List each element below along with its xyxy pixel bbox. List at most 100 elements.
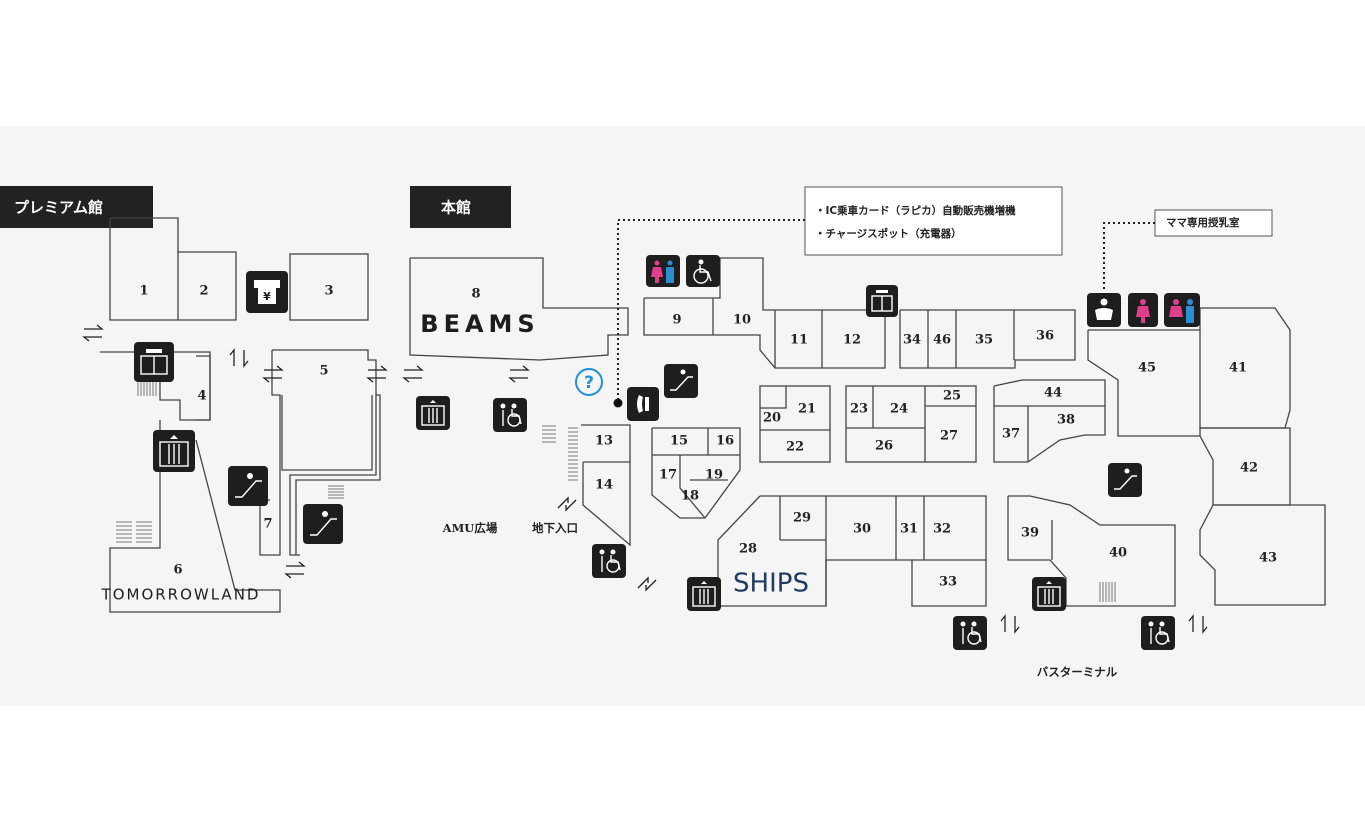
nursery-icon[interactable] <box>1087 293 1121 327</box>
premium-building-blocks <box>100 217 381 613</box>
shop-24[interactable]: 24 <box>890 402 908 417</box>
shop-12[interactable]: 12 <box>843 333 861 348</box>
accessible-elevator-icon[interactable] <box>953 616 987 650</box>
wheelchair-icon[interactable] <box>686 255 720 287</box>
shop-28[interactable]: 28 <box>739 542 757 557</box>
nursing-room-note-text: ママ専用授乳室 <box>1166 216 1240 229</box>
shop-7[interactable]: 7 <box>263 517 272 532</box>
tomorrowland-logo: TOMORROWLAND <box>101 586 261 604</box>
shop-25[interactable]: 25 <box>943 389 961 404</box>
shop-13[interactable]: 13 <box>595 434 613 449</box>
ic-card-note: ・IC乗車カード（ラピカ）自動販売機増機 ・チャージスポット（充電器） <box>804 186 1063 256</box>
shop-8[interactable]: 8 <box>471 287 480 302</box>
charge-spot-note-text: ・チャージスポット（充電器） <box>815 227 962 240</box>
payphone-icon[interactable] <box>627 387 659 421</box>
accessible-elevator-icon[interactable] <box>592 544 626 578</box>
stairs-icon <box>1099 582 1116 602</box>
shop-5[interactable]: 5 <box>319 364 328 379</box>
shop-26[interactable]: 26 <box>875 439 893 454</box>
up-down-arrow-icon <box>229 348 249 368</box>
shop-9[interactable]: 9 <box>672 313 681 328</box>
shop-32[interactable]: 32 <box>933 522 951 537</box>
underground-entrance-label: 地下入口 <box>532 521 578 535</box>
ships-logo: SHIPS <box>733 569 809 599</box>
premium-building-header: プレミアム館 <box>0 186 153 228</box>
accessible-elevator-icon[interactable] <box>493 398 527 432</box>
up-down-arrow-icon <box>1188 614 1208 634</box>
shop-20[interactable]: 20 <box>763 411 781 426</box>
stairs-icon <box>568 427 578 481</box>
premium-building-title: プレミアム館 <box>14 199 103 217</box>
beams-logo: BEAMS <box>420 310 539 338</box>
bus-terminal-label: バスターミナル <box>1037 665 1118 679</box>
elevator-icon[interactable] <box>1032 577 1066 611</box>
two-way-arrow-icon <box>82 324 104 342</box>
shop-14[interactable]: 14 <box>595 478 613 493</box>
shop-33[interactable]: 33 <box>939 575 957 590</box>
shop-38[interactable]: 38 <box>1057 413 1075 428</box>
elevator-icon[interactable] <box>153 430 195 472</box>
shop-30[interactable]: 30 <box>853 522 871 537</box>
shop-18[interactable]: 18 <box>681 489 699 504</box>
shop-36[interactable]: 36 <box>1036 329 1054 344</box>
atm-icon[interactable]: ¥ <box>246 271 288 313</box>
shop-31[interactable]: 31 <box>900 522 918 537</box>
shop-45[interactable]: 45 <box>1138 361 1156 376</box>
shop-35[interactable]: 35 <box>975 333 993 348</box>
amu-plaza-label: AMU広場 <box>442 521 498 535</box>
two-way-arrow-icon <box>284 561 306 579</box>
restroom-icon[interactable] <box>646 255 680 287</box>
locker-icon[interactable] <box>866 285 898 317</box>
accessible-elevator-icon[interactable] <box>1141 616 1175 650</box>
shop-11[interactable]: 11 <box>790 333 808 348</box>
shop-40[interactable]: 40 <box>1109 546 1127 561</box>
elevator-icon[interactable] <box>416 396 450 430</box>
shop-17[interactable]: 17 <box>659 468 677 483</box>
shop-19[interactable]: 19 <box>705 468 723 483</box>
direction-arrows <box>82 324 1208 634</box>
escalator-icon[interactable] <box>228 466 268 506</box>
shop-42[interactable]: 42 <box>1240 461 1258 476</box>
information-icon[interactable]: ? <box>575 368 603 396</box>
two-way-arrow-icon <box>402 365 424 383</box>
escalator-icon[interactable] <box>303 504 343 544</box>
shop-3[interactable]: 3 <box>324 284 333 299</box>
women-restroom-icon[interactable] <box>1128 293 1158 327</box>
shop-34[interactable]: 34 <box>903 333 921 348</box>
shop-41[interactable]: 41 <box>1229 361 1247 376</box>
up-down-arrow-icon <box>1000 614 1020 634</box>
stairs-icon <box>137 382 157 396</box>
escalator-icon[interactable] <box>664 364 698 398</box>
shop-15[interactable]: 15 <box>670 434 688 449</box>
locker-icon[interactable] <box>134 342 174 382</box>
shop-22[interactable]: 22 <box>786 440 804 455</box>
shop-16[interactable]: 16 <box>716 434 734 449</box>
shop-10[interactable]: 10 <box>733 313 751 328</box>
stairs-markings <box>116 382 1116 602</box>
ic-card-location-dot <box>613 398 623 408</box>
nursing-room-leader-line <box>1103 222 1155 290</box>
shop-43[interactable]: 43 <box>1259 551 1277 566</box>
two-way-arrow-icon <box>366 365 388 383</box>
shop-27[interactable]: 27 <box>940 429 958 444</box>
shop-1[interactable]: 1 <box>139 284 148 299</box>
shop-29[interactable]: 29 <box>793 511 811 526</box>
shop-23[interactable]: 23 <box>850 402 868 417</box>
elevator-icon[interactable] <box>687 577 721 611</box>
shop-21[interactable]: 21 <box>798 402 816 417</box>
floor-map-background <box>0 126 1365 706</box>
shop-37[interactable]: 37 <box>1002 427 1020 442</box>
shop-numbers: 1 2 3 4 5 6 7 8 9 10 11 12 13 14 15 16 1… <box>139 284 1277 590</box>
information-glyph: ? <box>584 373 594 393</box>
shop-44[interactable]: 44 <box>1044 386 1062 401</box>
shop-39[interactable]: 39 <box>1021 526 1039 541</box>
shop-2[interactable]: 2 <box>199 284 208 299</box>
shop-6[interactable]: 6 <box>173 563 182 578</box>
ic-card-leader-line <box>617 219 805 400</box>
restroom-icon[interactable] <box>1164 293 1200 327</box>
two-way-arrow-icon <box>262 365 284 383</box>
shop-46[interactable]: 46 <box>933 333 951 348</box>
shop-4[interactable]: 4 <box>197 389 206 404</box>
escalator-icon[interactable] <box>1108 463 1142 497</box>
